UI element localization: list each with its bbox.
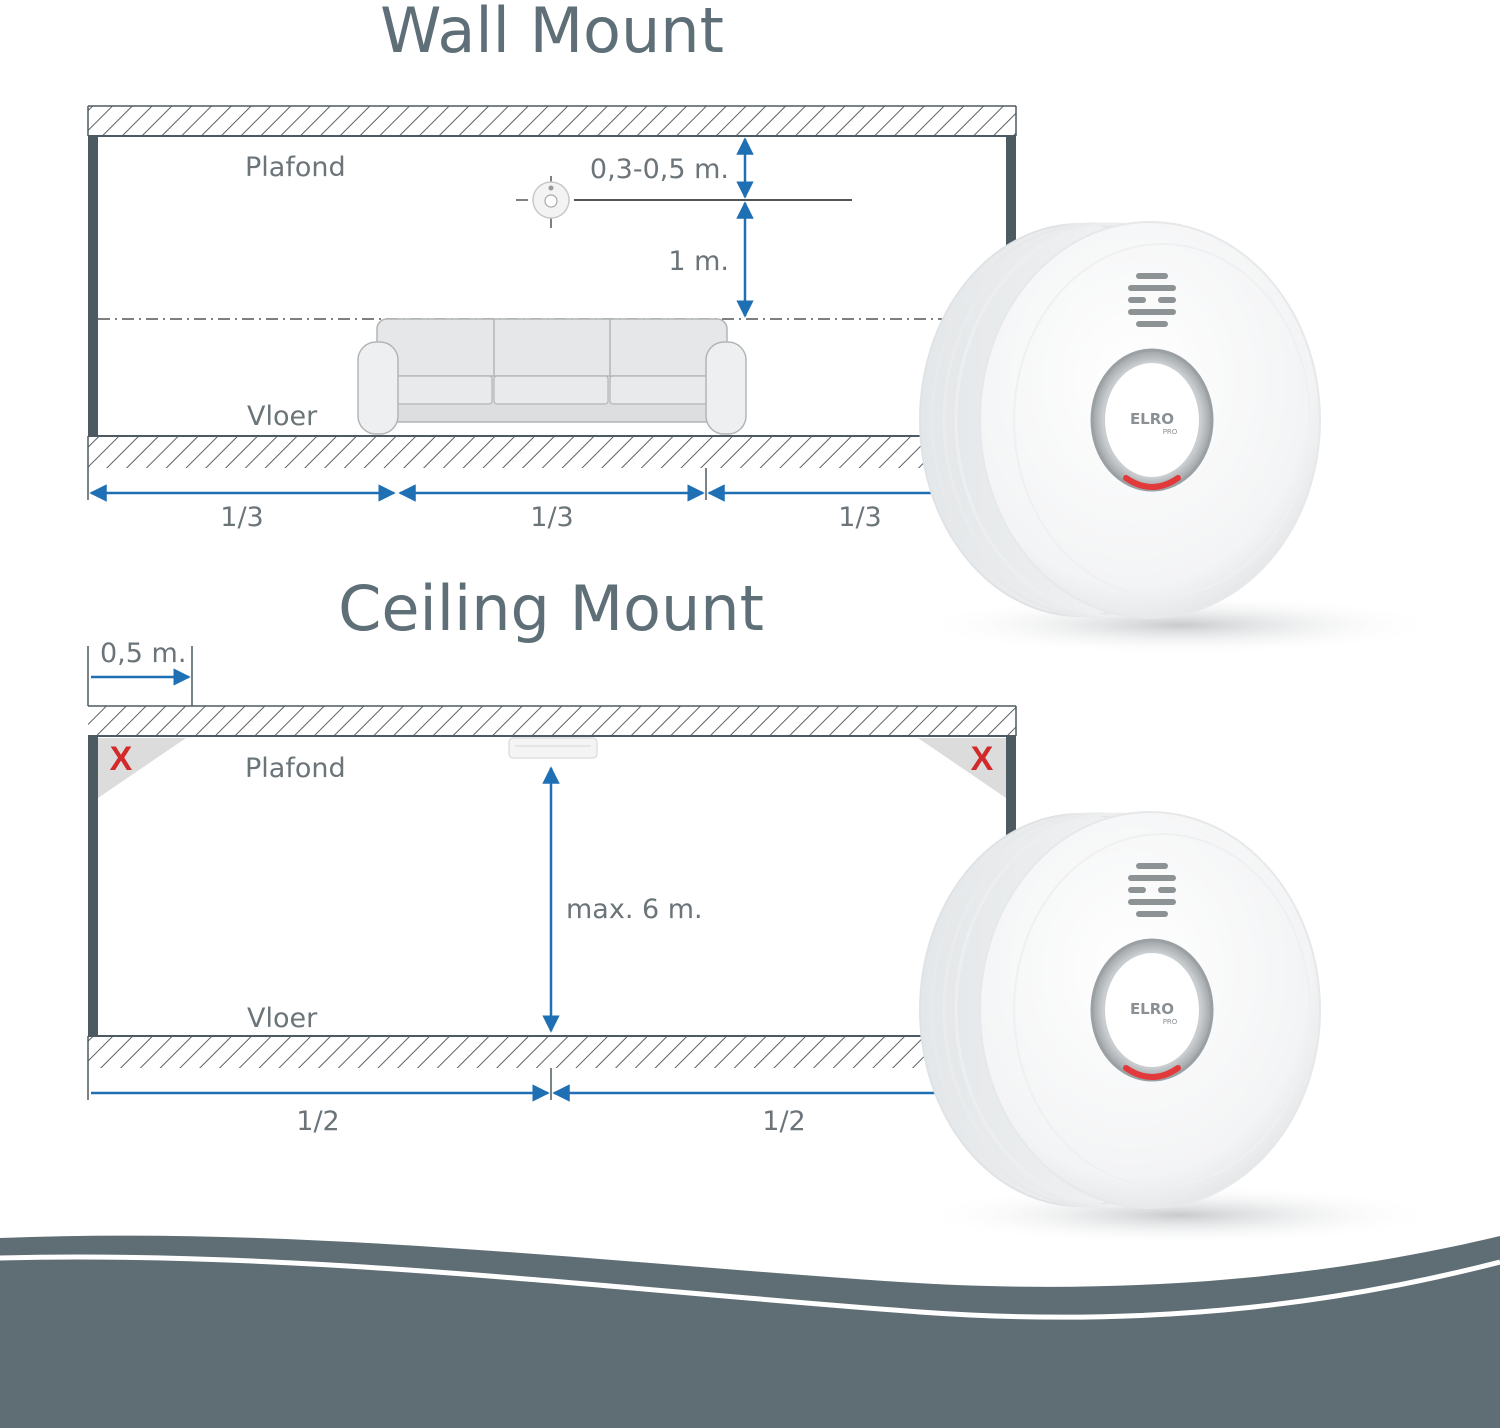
product-brand-top: ELRO: [1130, 410, 1174, 428]
wall-ceiling-label: Plafond: [245, 152, 346, 183]
product-brand-sub-top: PRO: [1163, 428, 1178, 436]
product-brand-bottom: ELRO: [1130, 1000, 1174, 1018]
forbidden-corner-left: [98, 738, 186, 798]
ceiling-fraction-1: 1/2: [296, 1106, 339, 1137]
smoke-detector-product-bottom: ELRO PRO: [920, 812, 1440, 1245]
ceiling-floor-label: Vloer: [247, 1003, 318, 1034]
forbidden-corner-right: [918, 738, 1006, 798]
wall-detector-icon: [516, 176, 570, 228]
wall-mount-title: Wall Mount: [380, 0, 724, 67]
max-height-label: max. 6 m.: [566, 894, 703, 925]
wall-fraction-3: 1/3: [838, 502, 881, 533]
footer-wave: [0, 1235, 1500, 1428]
ceiling-fraction-2: 1/2: [762, 1106, 805, 1137]
wall-ceiling-hatch: [88, 106, 1016, 136]
wall-fraction-1: 1/3: [220, 502, 263, 533]
smoke-detector-product-top: ELRO PRO: [920, 222, 1440, 655]
ceiling-floor-hatch: [88, 1036, 928, 1068]
wall-floor-label: Vloer: [247, 401, 318, 432]
wall-floor-hatch: [88, 436, 928, 468]
wall-fraction-2: 1/3: [530, 502, 573, 533]
ceiling-left-wall: [88, 736, 98, 1036]
wall-left-wall: [88, 136, 98, 436]
corner-distance-label: 0,5 m.: [100, 638, 186, 669]
ceiling-mount-title: Ceiling Mount: [338, 572, 764, 645]
forbidden-mark-left: X: [110, 740, 133, 778]
wall-height-label: 1 m.: [668, 246, 729, 277]
product-brand-sub-bottom: PRO: [1163, 1018, 1178, 1026]
sofa-icon: [357, 318, 747, 435]
footer-wave-highlight: [0, 1254, 1500, 1320]
ceiling-detector-icon: [508, 737, 598, 759]
ceiling-ceiling-label: Plafond: [245, 753, 346, 784]
forbidden-mark-right: X: [971, 740, 994, 778]
ceiling-ceiling-hatch: [88, 706, 1016, 736]
wall-top-distance-label: 0,3-0,5 m.: [590, 154, 729, 185]
wall-right-wall: [1006, 136, 1016, 256]
ceiling-right-wall: [1006, 736, 1016, 842]
